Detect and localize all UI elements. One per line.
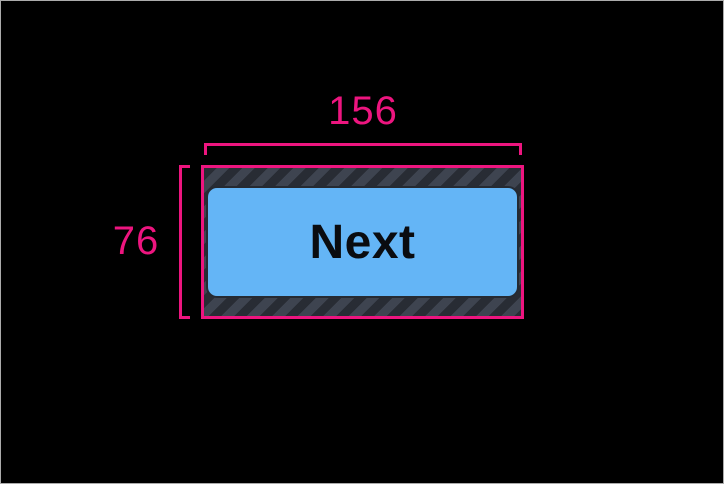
next-button[interactable]: Next [206,186,519,298]
height-measure-bracket [179,165,190,319]
height-dimension-label: 76 [112,219,160,263]
selection-outline: Next [201,165,524,319]
width-dimension-label: 156 [328,89,398,133]
width-measure-bracket [204,143,522,155]
